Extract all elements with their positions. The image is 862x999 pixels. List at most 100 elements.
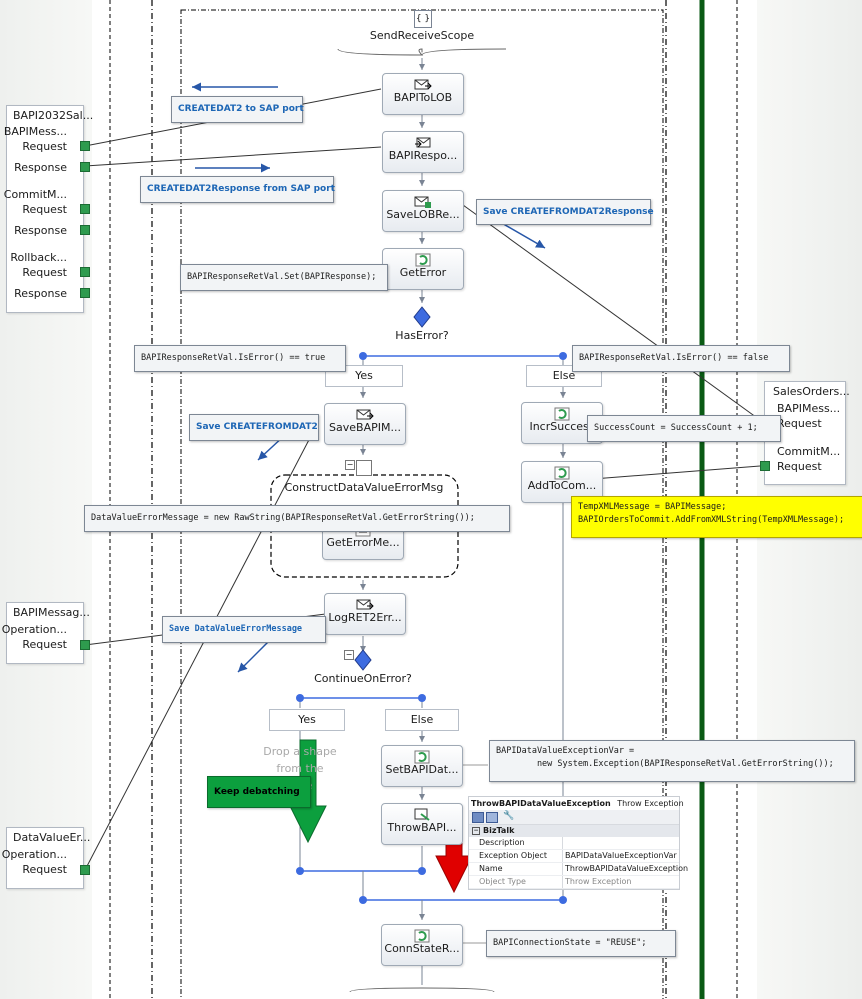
category-label: BizTalk	[483, 826, 515, 835]
shape-label: BAPIToLOB	[393, 91, 453, 104]
decide-label-has-error[interactable]: HasError?	[395, 329, 449, 342]
port-pin-icon[interactable]	[760, 461, 770, 471]
port-operation: Rollback...	[10, 251, 67, 264]
port-operation: BAPIMess...	[3, 125, 67, 138]
expression-icon	[413, 928, 431, 943]
port-pin-icon[interactable]	[80, 225, 90, 235]
property-row[interactable]: Description	[469, 837, 679, 850]
expression-icon	[553, 465, 571, 480]
throw-exception-icon	[413, 807, 431, 821]
callout-createdat2-response-port: CREATEDAT2Response from SAP port	[140, 176, 335, 203]
receive-envelope-icon	[414, 135, 432, 149]
port-operation: CommitM...	[777, 445, 841, 458]
properties-category[interactable]: − BizTalk	[469, 825, 679, 837]
port-request: Request	[22, 203, 67, 216]
decide-label-continue-on-error[interactable]: ContinueOnError?	[314, 672, 412, 685]
property-value: Throw Exception	[565, 877, 632, 886]
drop-line: Drop a shape	[263, 745, 337, 758]
properties-subtitle: Throw Exception	[617, 799, 684, 808]
construct-group-label[interactable]: ConstructDataValueErrorMsg	[284, 481, 444, 494]
properties-panel[interactable]: ThrowBAPIDataValueException Throw Except…	[468, 796, 688, 890]
callout-save-data-value-error: Save DataValueErrorMessage	[162, 616, 326, 643]
port-pin-icon[interactable]	[80, 267, 90, 277]
send-shape-log-ret2[interactable]: LogRET2Err...	[324, 593, 406, 635]
scope-label[interactable]: SendReceiveScope	[369, 29, 475, 42]
collapse-toggle-icon[interactable]: −	[345, 460, 355, 470]
alphabetical-sort-icon[interactable]	[486, 812, 498, 823]
expression-shape-set-bapi-data[interactable]: SetBAPIDat...	[381, 745, 463, 787]
port-request: Request	[22, 266, 67, 279]
callout-success-count: SuccessCount = SuccessCount + 1;	[587, 415, 781, 442]
port-request: Request	[22, 140, 67, 153]
properties-toolbar: 🔧	[469, 810, 679, 825]
shape-label: ConnStateR...	[384, 942, 460, 955]
collapse-toggle-icon[interactable]: −	[344, 650, 354, 660]
expression-icon	[414, 252, 432, 267]
property-key: Name	[479, 864, 503, 873]
send-envelope-icon	[356, 597, 374, 611]
port-data-value[interactable]: DataValueEr... Operation... Request	[2, 827, 90, 889]
drop-line: from the	[276, 762, 324, 775]
callout-save-createfromdat2-response: Save CREATEFROMDAT2Response	[476, 199, 654, 225]
callout-createdat2-port: CREATEDAT2 to SAP port	[171, 96, 304, 123]
port-request: Request	[777, 460, 822, 473]
branch-yes-continue[interactable]: Yes	[269, 709, 345, 731]
shape-label: ThrowBAPI...	[387, 821, 457, 834]
send-envelope-icon	[356, 407, 374, 421]
branch-else-continue[interactable]: Else	[385, 709, 459, 731]
callout-data-value-error: DataValueErrorMessage = new RawString(BA…	[84, 505, 510, 532]
port-response: Response	[14, 161, 67, 174]
callout-connection-state: BAPIConnectionState = "REUSE";	[486, 930, 676, 957]
port-pin-icon[interactable]	[80, 865, 90, 875]
construct-shape-save-lob-response[interactable]: SaveLOBRe...	[382, 190, 464, 232]
port-operation: Operation...	[1, 848, 67, 861]
construct-shape-save-bapim[interactable]: SaveBAPIM...	[324, 403, 406, 445]
callout-keep-debatching: Keep debatching	[207, 776, 311, 808]
callout-temp-xml-message: TempXMLMessage = BAPIMessage; BAPIOrders…	[571, 496, 862, 538]
port-request: Request	[777, 417, 822, 430]
property-value: BAPIDataValueExceptionVar	[565, 851, 677, 860]
callout-bapi-response-set: BAPIResponseRetVal.Set(BAPIResponse);	[180, 264, 388, 291]
construct-message-icon	[414, 194, 432, 208]
port-pin-icon[interactable]	[80, 288, 90, 298]
shape-label: AddToCom...	[527, 479, 597, 492]
port-bapi-message[interactable]: BAPIMessag... Operation... Request	[2, 602, 90, 664]
port-operation: CommitM...	[3, 188, 67, 201]
scope-braces-icon[interactable]: { }	[414, 10, 432, 28]
property-divider	[562, 876, 563, 888]
shape-label: SetBAPIDat...	[385, 763, 459, 776]
port-title: BAPI2032Sal...	[13, 109, 94, 122]
shape-label: GetError	[399, 266, 447, 279]
send-envelope-icon	[414, 77, 432, 91]
port-pin-icon[interactable]	[80, 141, 90, 151]
port-pin-icon[interactable]	[80, 204, 90, 214]
port-pin-icon[interactable]	[80, 162, 90, 172]
expression-shape-add-to-commit[interactable]: AddToCom...	[521, 461, 603, 503]
properties-header: ThrowBAPIDataValueException Throw Except…	[469, 797, 684, 810]
port-request: Request	[22, 638, 67, 651]
shape-label: BAPIRespo...	[388, 149, 458, 162]
port-title: DataValueEr...	[13, 831, 91, 844]
callout-save-createfromdat2: Save CREATEFROMDAT2	[189, 414, 319, 441]
property-pages-icon[interactable]: 🔧	[503, 811, 515, 821]
expression-shape-get-error[interactable]: GetError	[382, 248, 464, 290]
property-key: Description	[479, 838, 525, 847]
port-title: BAPIMessag...	[13, 606, 90, 619]
send-shape-bapi-to-lob[interactable]: BAPIToLOB	[382, 73, 464, 115]
port-bapi2032[interactable]: BAPI2032Sal... BAPIMess... Request Respo…	[3, 105, 93, 313]
throw-shape-throw-bapi[interactable]: ThrowBAPI...	[381, 803, 463, 845]
port-pin-icon[interactable]	[80, 640, 90, 650]
port-response: Response	[14, 287, 67, 300]
collapse-category-icon[interactable]: −	[472, 827, 480, 835]
property-divider	[562, 863, 563, 875]
expression-icon	[413, 749, 431, 764]
expression-shape-conn-state[interactable]: ConnStateR...	[381, 924, 463, 966]
property-divider	[562, 850, 563, 862]
port-title: SalesOrders...	[773, 385, 850, 398]
receive-shape-bapi-response[interactable]: BAPIRespo...	[382, 131, 464, 173]
shape-label: SaveBAPIM...	[329, 421, 401, 434]
categorized-view-icon[interactable]	[472, 812, 484, 823]
